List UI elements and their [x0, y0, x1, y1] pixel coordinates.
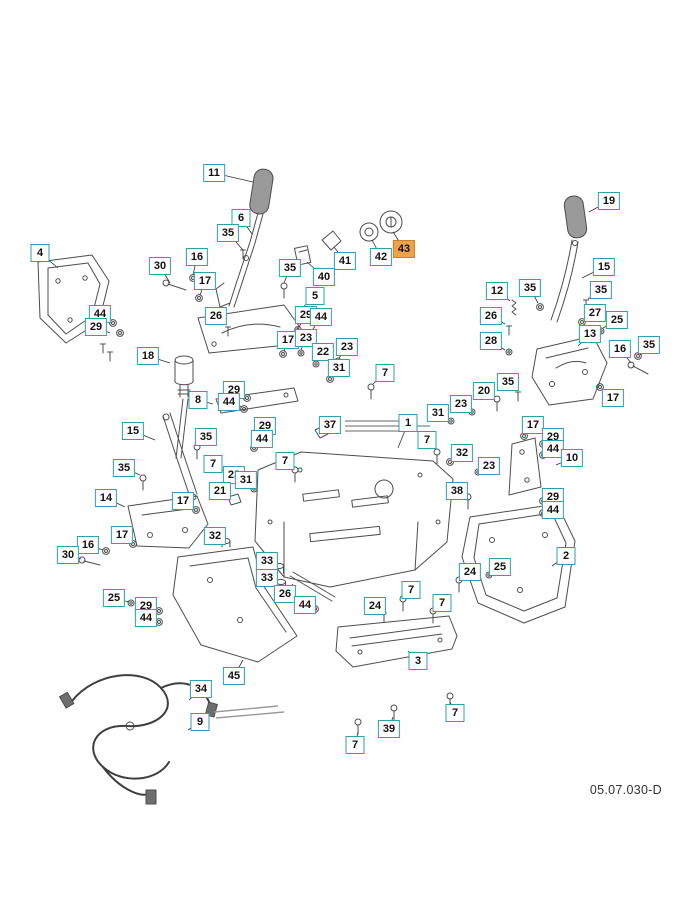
- callout-34[interactable]: 34: [189, 680, 213, 698]
- callout-7[interactable]: 7: [432, 594, 452, 612]
- callout-16[interactable]: 16: [76, 536, 100, 554]
- callout-44[interactable]: 44: [217, 393, 241, 411]
- callout-7[interactable]: 7: [275, 452, 295, 470]
- callout-17[interactable]: 17: [521, 416, 545, 434]
- callout-24[interactable]: 24: [458, 563, 482, 581]
- callout-35[interactable]: 35: [112, 459, 136, 477]
- callout-38[interactable]: 38: [445, 482, 469, 500]
- callout-17[interactable]: 17: [193, 272, 217, 290]
- callout-44[interactable]: 44: [293, 596, 317, 614]
- callout-42[interactable]: 42: [369, 248, 393, 266]
- callout-37[interactable]: 37: [318, 416, 342, 434]
- callout-41[interactable]: 41: [333, 252, 357, 270]
- callout-31[interactable]: 31: [327, 359, 351, 377]
- callout-30[interactable]: 30: [148, 257, 172, 275]
- callout-26[interactable]: 26: [204, 307, 228, 325]
- callout-9[interactable]: 9: [190, 713, 210, 731]
- callout-23[interactable]: 23: [477, 457, 501, 475]
- callout-12[interactable]: 12: [485, 282, 509, 300]
- callout-7[interactable]: 7: [445, 704, 465, 722]
- callout-17[interactable]: 17: [601, 389, 625, 407]
- callout-28[interactable]: 28: [479, 332, 503, 350]
- callout-25[interactable]: 25: [102, 589, 126, 607]
- callout-27[interactable]: 27: [583, 304, 607, 322]
- callout-39[interactable]: 39: [377, 720, 401, 738]
- callout-17[interactable]: 17: [171, 492, 195, 510]
- callout-31[interactable]: 31: [426, 404, 450, 422]
- callout-30[interactable]: 30: [56, 546, 80, 564]
- callout-44[interactable]: 44: [541, 501, 565, 519]
- callout-25[interactable]: 25: [488, 558, 512, 576]
- callout-16[interactable]: 16: [185, 248, 209, 266]
- callout-3[interactable]: 3: [408, 652, 428, 670]
- callout-16[interactable]: 16: [608, 340, 632, 358]
- callout-2[interactable]: 2: [556, 547, 576, 565]
- callout-33[interactable]: 33: [255, 552, 279, 570]
- callout-35[interactable]: 35: [518, 279, 542, 297]
- callout-44[interactable]: 44: [309, 308, 333, 326]
- callout-26[interactable]: 26: [273, 585, 297, 603]
- callout-25[interactable]: 25: [605, 311, 629, 329]
- callout-23[interactable]: 23: [449, 395, 473, 413]
- callout-40[interactable]: 40: [312, 268, 336, 286]
- callout-11[interactable]: 11: [203, 164, 225, 182]
- callout-35[interactable]: 35: [216, 224, 240, 242]
- callout-35[interactable]: 35: [637, 336, 661, 354]
- callout-18[interactable]: 18: [136, 347, 160, 365]
- callout-8[interactable]: 8: [188, 391, 208, 409]
- callout-44[interactable]: 44: [250, 430, 274, 448]
- callout-4[interactable]: 4: [30, 244, 50, 262]
- callout-10[interactable]: 10: [560, 449, 584, 467]
- callout-7[interactable]: 7: [375, 364, 395, 382]
- callout-35[interactable]: 35: [589, 281, 613, 299]
- callout-7[interactable]: 7: [345, 736, 365, 754]
- callout-35[interactable]: 35: [278, 259, 302, 277]
- callout-7[interactable]: 7: [417, 431, 437, 449]
- callout-13[interactable]: 13: [578, 325, 602, 343]
- callout-20[interactable]: 20: [472, 382, 496, 400]
- callout-15[interactable]: 15: [592, 258, 616, 276]
- callout-31[interactable]: 31: [234, 471, 258, 489]
- callout-7[interactable]: 7: [203, 455, 223, 473]
- callout-35[interactable]: 35: [194, 428, 218, 446]
- callout-17[interactable]: 17: [110, 526, 134, 544]
- fine-print-note-harness: [213, 705, 285, 719]
- callout-15[interactable]: 15: [121, 422, 145, 440]
- callout-43-selected[interactable]: 43: [392, 240, 416, 258]
- callout-24[interactable]: 24: [363, 597, 387, 615]
- callout-32[interactable]: 32: [450, 444, 474, 462]
- diagram-code: 05.07.030-D: [589, 783, 662, 797]
- callout-19[interactable]: 19: [597, 192, 621, 210]
- callout-21[interactable]: 21: [208, 482, 232, 500]
- callout-32[interactable]: 32: [203, 527, 227, 545]
- callout-44[interactable]: 44: [134, 609, 158, 627]
- callout-23[interactable]: 23: [335, 338, 359, 356]
- callout-7[interactable]: 7: [401, 581, 421, 599]
- callout-29[interactable]: 29: [84, 318, 108, 336]
- callout-45[interactable]: 45: [222, 667, 246, 685]
- callout-35[interactable]: 35: [496, 373, 520, 391]
- callout-14[interactable]: 14: [94, 489, 118, 507]
- callout-26[interactable]: 26: [479, 307, 503, 325]
- callout-1[interactable]: 1: [398, 414, 418, 432]
- callout-5[interactable]: 5: [305, 287, 325, 305]
